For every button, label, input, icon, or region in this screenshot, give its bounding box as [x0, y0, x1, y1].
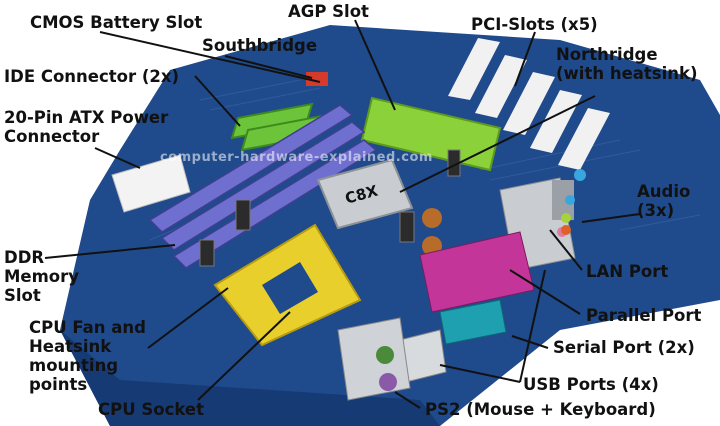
cpu-socket-center — [262, 262, 318, 314]
label-ide-connector: IDE Connector (2x) — [4, 67, 180, 86]
northbridge-heatsink — [316, 158, 414, 230]
label-lan-port: LAN Port — [586, 262, 669, 281]
atx-power-connector — [111, 154, 191, 213]
io-panel — [337, 169, 586, 401]
label-audio: Audio (3x) — [637, 182, 691, 220]
label-cpu-socket: CPU Socket — [98, 400, 204, 419]
label-usb-ports: USB Ports (4x) — [523, 375, 659, 394]
serial-port — [439, 299, 507, 345]
label-ps2: PS2 (Mouse + Keyboard) — [425, 400, 656, 419]
ddr-memory-slots — [148, 104, 378, 269]
cmos-battery — [306, 72, 328, 86]
label-northbridge: Northridge (with heatsink) — [556, 45, 698, 83]
label-agp-slot: AGP Slot — [288, 2, 369, 21]
ps2-ports — [337, 317, 411, 401]
label-ddr-memory-slot: DDR Memory Slot — [4, 248, 80, 305]
label-cpu-fan-heatsink: CPU Fan and Heatsink mounting points — [29, 318, 146, 394]
label-atx-power-connector: 20-Pin ATX Power Connector — [4, 108, 169, 146]
watermark: computer-hardware-explained.com — [160, 150, 433, 165]
pcb-shadow — [60, 330, 440, 426]
label-cmos-battery-slot: CMOS Battery Slot — [30, 13, 203, 32]
label-pci-slots: PCI-Slots (x5) — [471, 15, 598, 34]
label-southbridge: Southbridge — [202, 36, 318, 55]
label-serial-port: Serial Port (2x) — [553, 338, 695, 357]
label-parallel-port: Parallel Port — [586, 306, 702, 325]
